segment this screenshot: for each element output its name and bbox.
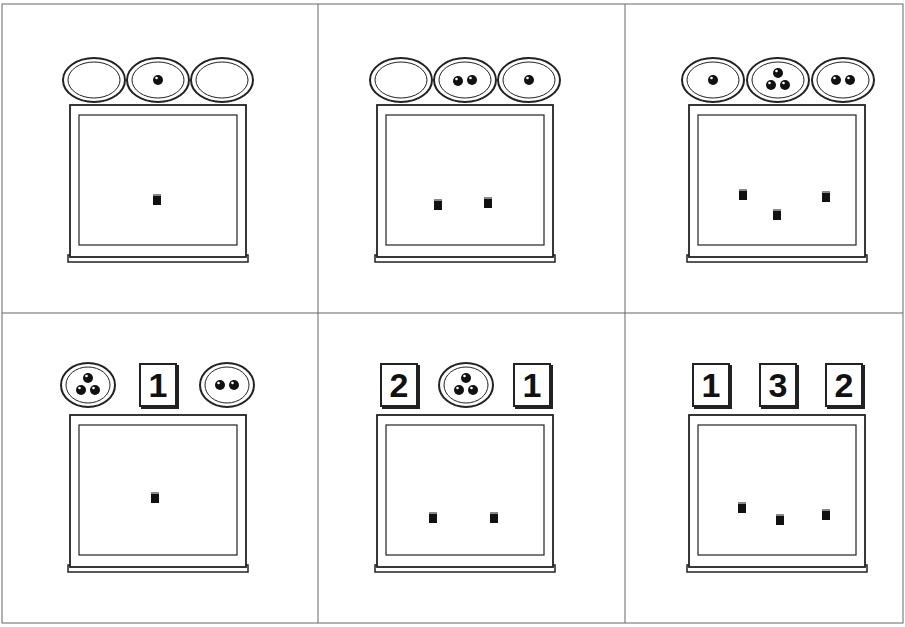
tray [375,415,555,572]
dish [682,58,744,102]
bead [708,75,718,85]
bead [845,75,855,85]
bead [780,80,790,90]
block [484,197,492,208]
panel-frame [2,4,903,623]
dish [63,58,125,102]
dish [747,58,809,102]
bead [153,75,163,85]
number-card: 2 [380,363,418,407]
number-card: 1 [139,363,177,407]
tray [68,415,248,572]
bead [766,80,776,90]
block [151,492,159,503]
bead [76,385,86,395]
bead [229,380,239,390]
bead [83,373,93,383]
dish [812,58,874,102]
block [776,514,784,525]
block [822,509,830,520]
dish [439,363,493,407]
card-number: 2 [835,368,854,402]
bead [454,385,464,395]
block [773,209,781,220]
bead [468,385,478,395]
dish [191,58,253,102]
block [739,189,747,200]
dish [61,363,115,407]
bead [773,68,783,78]
dish [434,58,496,102]
block [153,194,161,205]
tray [375,105,555,262]
bead [461,373,471,383]
block [738,502,746,513]
number-card: 1 [692,363,730,407]
tray [687,105,867,262]
bead [467,75,477,85]
bead [90,385,100,395]
bead [453,76,463,86]
card-number: 1 [523,368,542,402]
bead [831,75,841,85]
dish [127,58,189,102]
block [434,199,442,210]
card-number: 1 [702,368,721,402]
block [822,191,830,202]
number-card: 2 [825,363,863,407]
card-number: 3 [769,368,788,402]
number-card: 3 [759,363,797,407]
dish [498,58,560,102]
card-number: 2 [390,368,409,402]
number-card: 1 [513,363,551,407]
card-number: 1 [149,368,168,402]
block [490,512,498,523]
tray [68,105,248,262]
dish [370,58,432,102]
tray [687,415,867,572]
dish [200,363,254,407]
panel-divider [2,313,903,314]
bead [524,75,534,85]
block [429,512,437,523]
bead [215,380,225,390]
